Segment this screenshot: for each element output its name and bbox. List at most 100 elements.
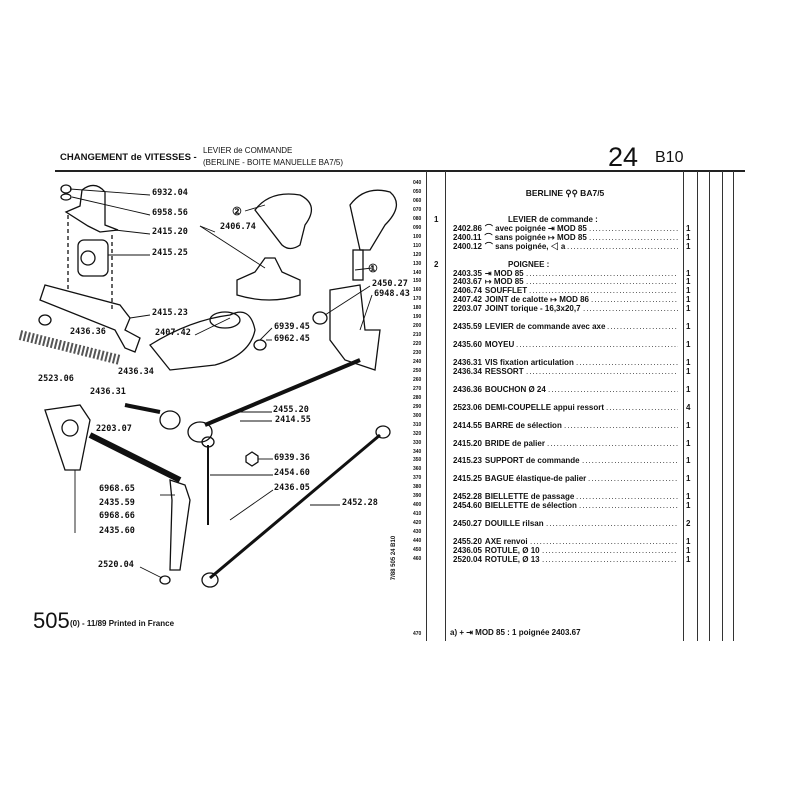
part-label: 2436.36 <box>70 327 106 337</box>
part-description: SOUFFLET <box>484 286 528 296</box>
table-divider <box>445 171 447 641</box>
part-description: BARRE de sélection <box>484 420 562 430</box>
quantity: 4 <box>686 402 691 412</box>
part-label: 2452.28 <box>342 498 378 508</box>
quantity: 1 <box>686 554 691 564</box>
footnote: a) + ⇥ MOD 85 : 1 poignée 2403.67 <box>450 628 581 637</box>
part-label: 2406.74 <box>220 222 256 232</box>
line-number: 460 <box>413 555 422 562</box>
dot-leader: ........................................… <box>526 277 678 287</box>
line-number: 180 <box>413 305 422 312</box>
dot-leader: ........................................… <box>576 492 678 502</box>
part-description: ↦ MOD 85 <box>484 277 524 287</box>
line-number: 050 <box>413 188 422 195</box>
part-description: VIS fixation articulation <box>484 358 574 367</box>
line-number: 040 <box>413 180 422 186</box>
part-label: 6939.45 <box>274 322 310 332</box>
line-number: 250 <box>413 367 422 374</box>
line-number: 440 <box>413 538 422 544</box>
part-label: 2415.20 <box>152 227 188 237</box>
part-label: 2414.55 <box>275 415 311 425</box>
part-reference: 2436.05 <box>453 545 482 555</box>
line-number: 290 <box>413 403 422 410</box>
line-number: 140 <box>413 269 422 276</box>
part-reference: 2435.60 <box>453 340 482 350</box>
support-shape <box>39 284 141 353</box>
part-description: BRIDE de palier <box>484 438 545 448</box>
part-reference: 2435.59 <box>453 322 482 332</box>
part-description: BIELLETTE de passage <box>484 492 575 502</box>
part-description: DOUILLE rilsan <box>484 519 544 529</box>
selection-bar-shape <box>204 358 361 427</box>
part-reference: 2403.35 <box>453 268 482 278</box>
part-label: 2450.27 <box>372 279 408 289</box>
part-label: 2415.23 <box>152 308 188 318</box>
line-number: 090 <box>413 224 422 231</box>
table-divider <box>426 171 428 641</box>
table-divider <box>722 171 724 641</box>
rod-shape <box>209 433 381 580</box>
line-number: 080 <box>413 215 422 222</box>
line-number: 270 <box>413 385 422 392</box>
quantity: 1 <box>686 474 691 484</box>
quantity: 1 <box>686 358 691 367</box>
dot-leader: ........................................… <box>542 554 678 564</box>
line-number: 220 <box>413 341 422 348</box>
quantity: 1 <box>686 322 691 332</box>
group-heading: POIGNEE : <box>508 259 550 269</box>
dot-leader: ........................................… <box>529 286 678 296</box>
part-reference: 2203.07 <box>453 304 482 314</box>
part-label: 2436.05 <box>274 483 310 493</box>
dot-leader: ........................................… <box>526 366 678 376</box>
dot-leader: ........................................… <box>583 304 678 314</box>
dot-leader: ........................................… <box>607 322 678 332</box>
part-description: ROTULE, Ø 13 <box>484 554 540 564</box>
part-description: BOUCHON Ø 24 <box>484 384 546 394</box>
callout-2: ② <box>232 205 242 218</box>
part-description: ⌒ sans poignée, ◁ a <box>484 241 566 251</box>
line-number: 330 <box>413 439 422 446</box>
part-label: 2523.06 <box>38 374 74 384</box>
part-label: 2203.07 <box>96 424 132 434</box>
part-reference: 2436.31 <box>453 358 482 367</box>
line-number: 240 <box>413 359 422 365</box>
quantity: 1 <box>686 286 691 296</box>
table-divider <box>709 171 711 641</box>
line-number: 300 <box>413 412 422 419</box>
quantity: 1 <box>686 304 691 314</box>
line-number: 100 <box>413 233 422 240</box>
line-number: 200 <box>413 323 422 330</box>
part-label: 6958.56 <box>152 208 188 218</box>
dot-leader: ........................................… <box>530 537 678 546</box>
part-description: JOINT torique - 16,3x20,7 <box>484 304 581 314</box>
part-description: BAGUE élastique-de palier <box>484 474 587 484</box>
dot-leader: ........................................… <box>579 501 678 511</box>
callout-1: ① <box>368 262 378 275</box>
line-number: 390 <box>413 493 422 500</box>
table-divider <box>733 171 735 641</box>
part-description: ROTULE, Ø 10 <box>484 545 540 555</box>
dot-leader: ........................................… <box>516 340 678 350</box>
line-number: 060 <box>413 197 422 204</box>
line-number: 360 <box>413 466 422 473</box>
dot-leader: ........................................… <box>564 420 678 430</box>
line-number: 150 <box>413 278 422 285</box>
part-label: 2520.04 <box>98 560 134 570</box>
line-number: 160 <box>413 287 422 294</box>
table-row: 2400.12⌒ sans poignée, ◁ a <box>453 242 565 251</box>
quantity: 1 <box>686 366 691 376</box>
quantity: 1 <box>686 277 691 287</box>
part-reference: 2454.60 <box>453 501 482 511</box>
quantity: 1 <box>686 545 691 555</box>
part-label: 6968.65 <box>99 484 135 494</box>
group-index: 2 <box>434 259 439 269</box>
part-description: ⌒ sans poignée ↦ MOD 85 <box>484 232 587 242</box>
line-number: 430 <box>413 529 422 536</box>
subtitle-line-2: (BERLINE - BOITE MANUELLE BA7/5) <box>203 158 344 167</box>
line-number: 450 <box>413 546 422 553</box>
